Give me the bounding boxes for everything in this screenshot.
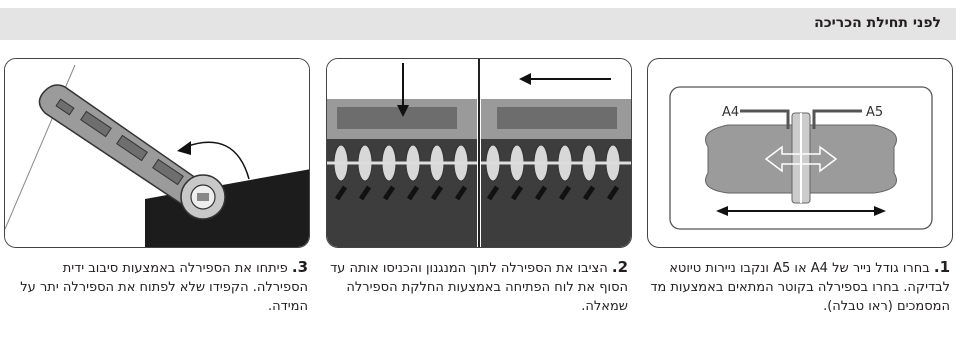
label-a5: A5: [866, 105, 883, 120]
gauge-illustration: A4 A5: [669, 86, 933, 230]
section-header: לפני תחילת הכריכה: [0, 8, 956, 40]
handle-illustration: [5, 59, 309, 247]
step-1: 1. בחרו גודל נייר של A4 או A5 ונקבו נייר…: [650, 258, 950, 316]
step-2: 2. הציבו את הספירלה לתוך המנגנון והכניסו…: [328, 258, 628, 316]
section-title: לפני תחילת הכריכה: [814, 15, 941, 31]
gauge-illustration-panel: A4 A5: [647, 58, 953, 248]
step-3-number: 3.: [291, 258, 308, 276]
step-2-number: 2.: [611, 258, 628, 276]
mechanism-illustration-panel: [326, 58, 632, 248]
step-3-text: פיתחו את הספירלה באמצעות סיבוב ידית הספי…: [20, 261, 308, 314]
step-1-text: בחרו גודל נייר של A4 או A5 ונקבו ניירות …: [650, 261, 950, 314]
label-a4: A4: [722, 105, 739, 120]
step-2-text: הציבו את הספירלה לתוך המנגנון והכניסו או…: [330, 261, 628, 314]
step-3: 3. פיתחו את הספירלה באמצעות סיבוב ידית ה…: [8, 258, 308, 316]
mechanism-illustration: [327, 59, 631, 247]
handle-illustration-panel: [4, 58, 310, 248]
step-1-number: 1.: [933, 258, 950, 276]
